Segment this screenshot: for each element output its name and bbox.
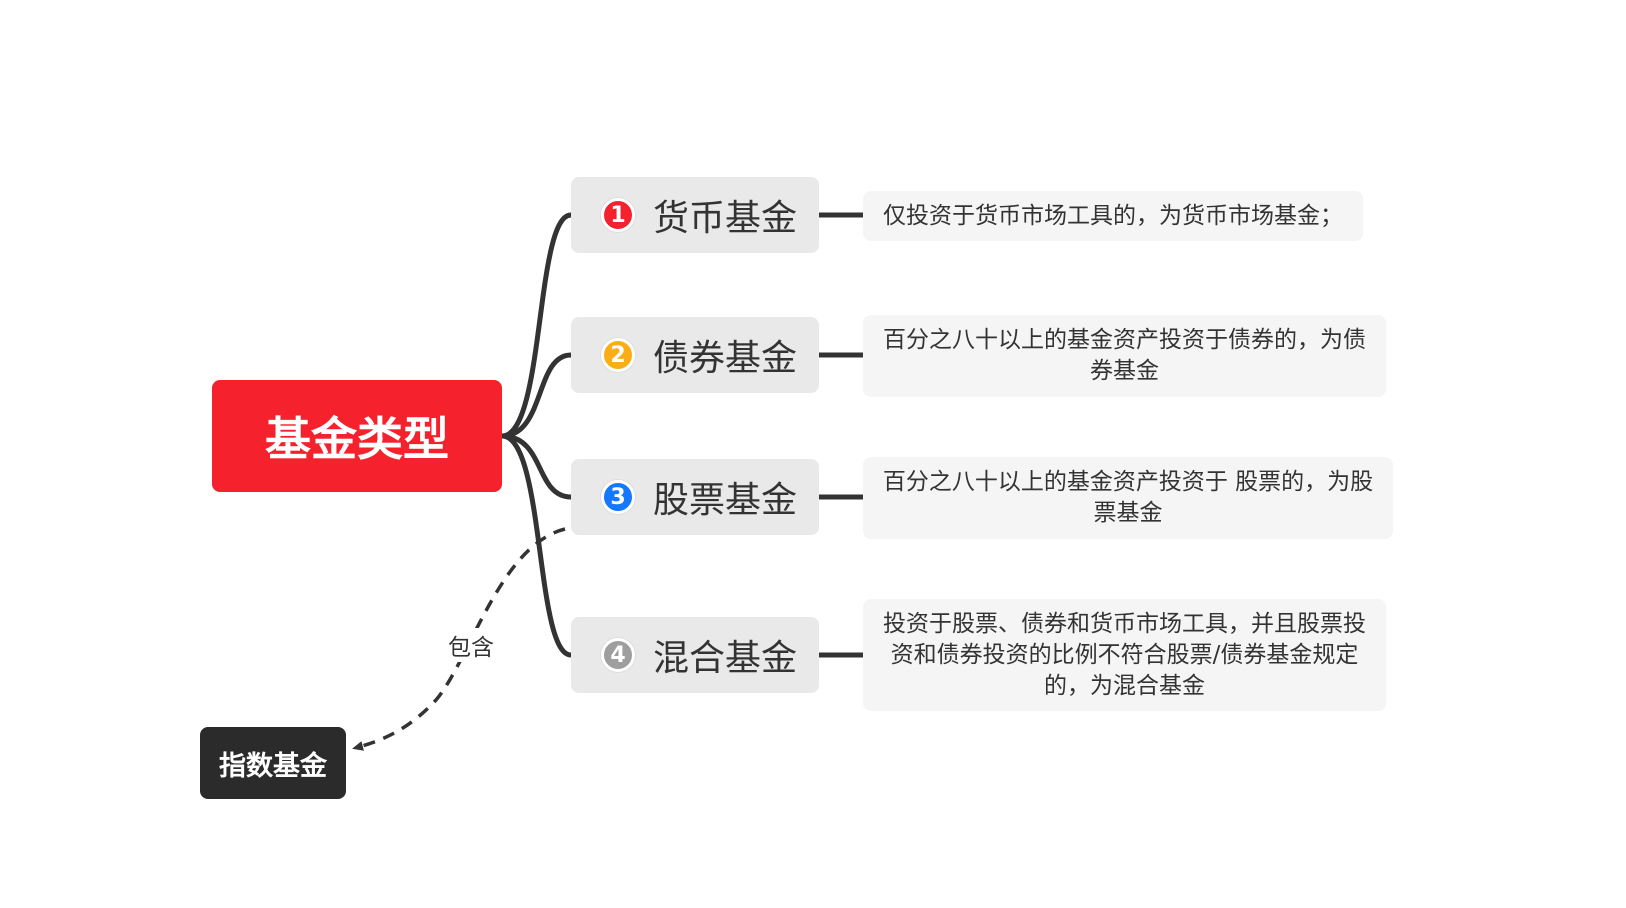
description-text: 百分之八十以上的基金资产投资于债券的，为债券基金 — [883, 327, 1366, 384]
index-fund-node[interactable]: 指数基金 — [200, 727, 346, 799]
description-text: 投资于股票、债券和货币市场工具，并且股票投资和债券投资的比例不符合股票/债券基金… — [883, 610, 1366, 699]
index-fund-label: 指数基金 — [219, 750, 327, 782]
connector-root-branch-4 — [499, 433, 574, 658]
branch-node-1[interactable]: 1 货币基金 — [571, 177, 819, 253]
branch-label: 股票基金 — [653, 480, 798, 521]
branch-node-3[interactable]: 3 股票基金 — [571, 459, 819, 535]
connector-root-branch-2 — [499, 352, 574, 439]
branch-description-3[interactable]: 百分之八十以上的基金资产投资于 股票的，为股票基金 — [863, 457, 1393, 539]
branch-description-1[interactable]: 仅投资于货币市场工具的，为货币市场基金； — [863, 191, 1363, 241]
relationship-label: 包含 — [446, 628, 496, 662]
number-3-badge-icon: 3 — [601, 480, 635, 514]
number-4-badge-icon: 4 — [601, 638, 635, 672]
branch-node-4[interactable]: 4 混合基金 — [571, 617, 819, 693]
root-node-label: 基金类型 — [265, 412, 449, 466]
relationship-dashed-arrow — [352, 527, 566, 751]
description-text: 仅投资于货币市场工具的，为货币市场基金； — [883, 202, 1343, 229]
number-1-badge-icon: 1 — [601, 198, 635, 232]
branch-label: 混合基金 — [653, 638, 798, 679]
branch-label: 债券基金 — [653, 338, 798, 379]
description-text: 百分之八十以上的基金资产投资于 股票的，为股票基金 — [882, 469, 1374, 526]
branch-description-2[interactable]: 百分之八十以上的基金资产投资于债券的，为债券基金 — [863, 315, 1386, 397]
branch-node-2[interactable]: 2 债券基金 — [571, 317, 819, 393]
connector-root-branch-3 — [499, 433, 574, 500]
root-node[interactable]: 基金类型 — [212, 380, 502, 492]
branch-label: 货币基金 — [653, 198, 798, 239]
branch-description-4[interactable]: 投资于股票、债券和货币市场工具，并且股票投资和债券投资的比例不符合股票/债券基金… — [863, 599, 1386, 711]
number-2-badge-icon: 2 — [601, 338, 635, 372]
connector-root-branch-1 — [499, 212, 574, 439]
